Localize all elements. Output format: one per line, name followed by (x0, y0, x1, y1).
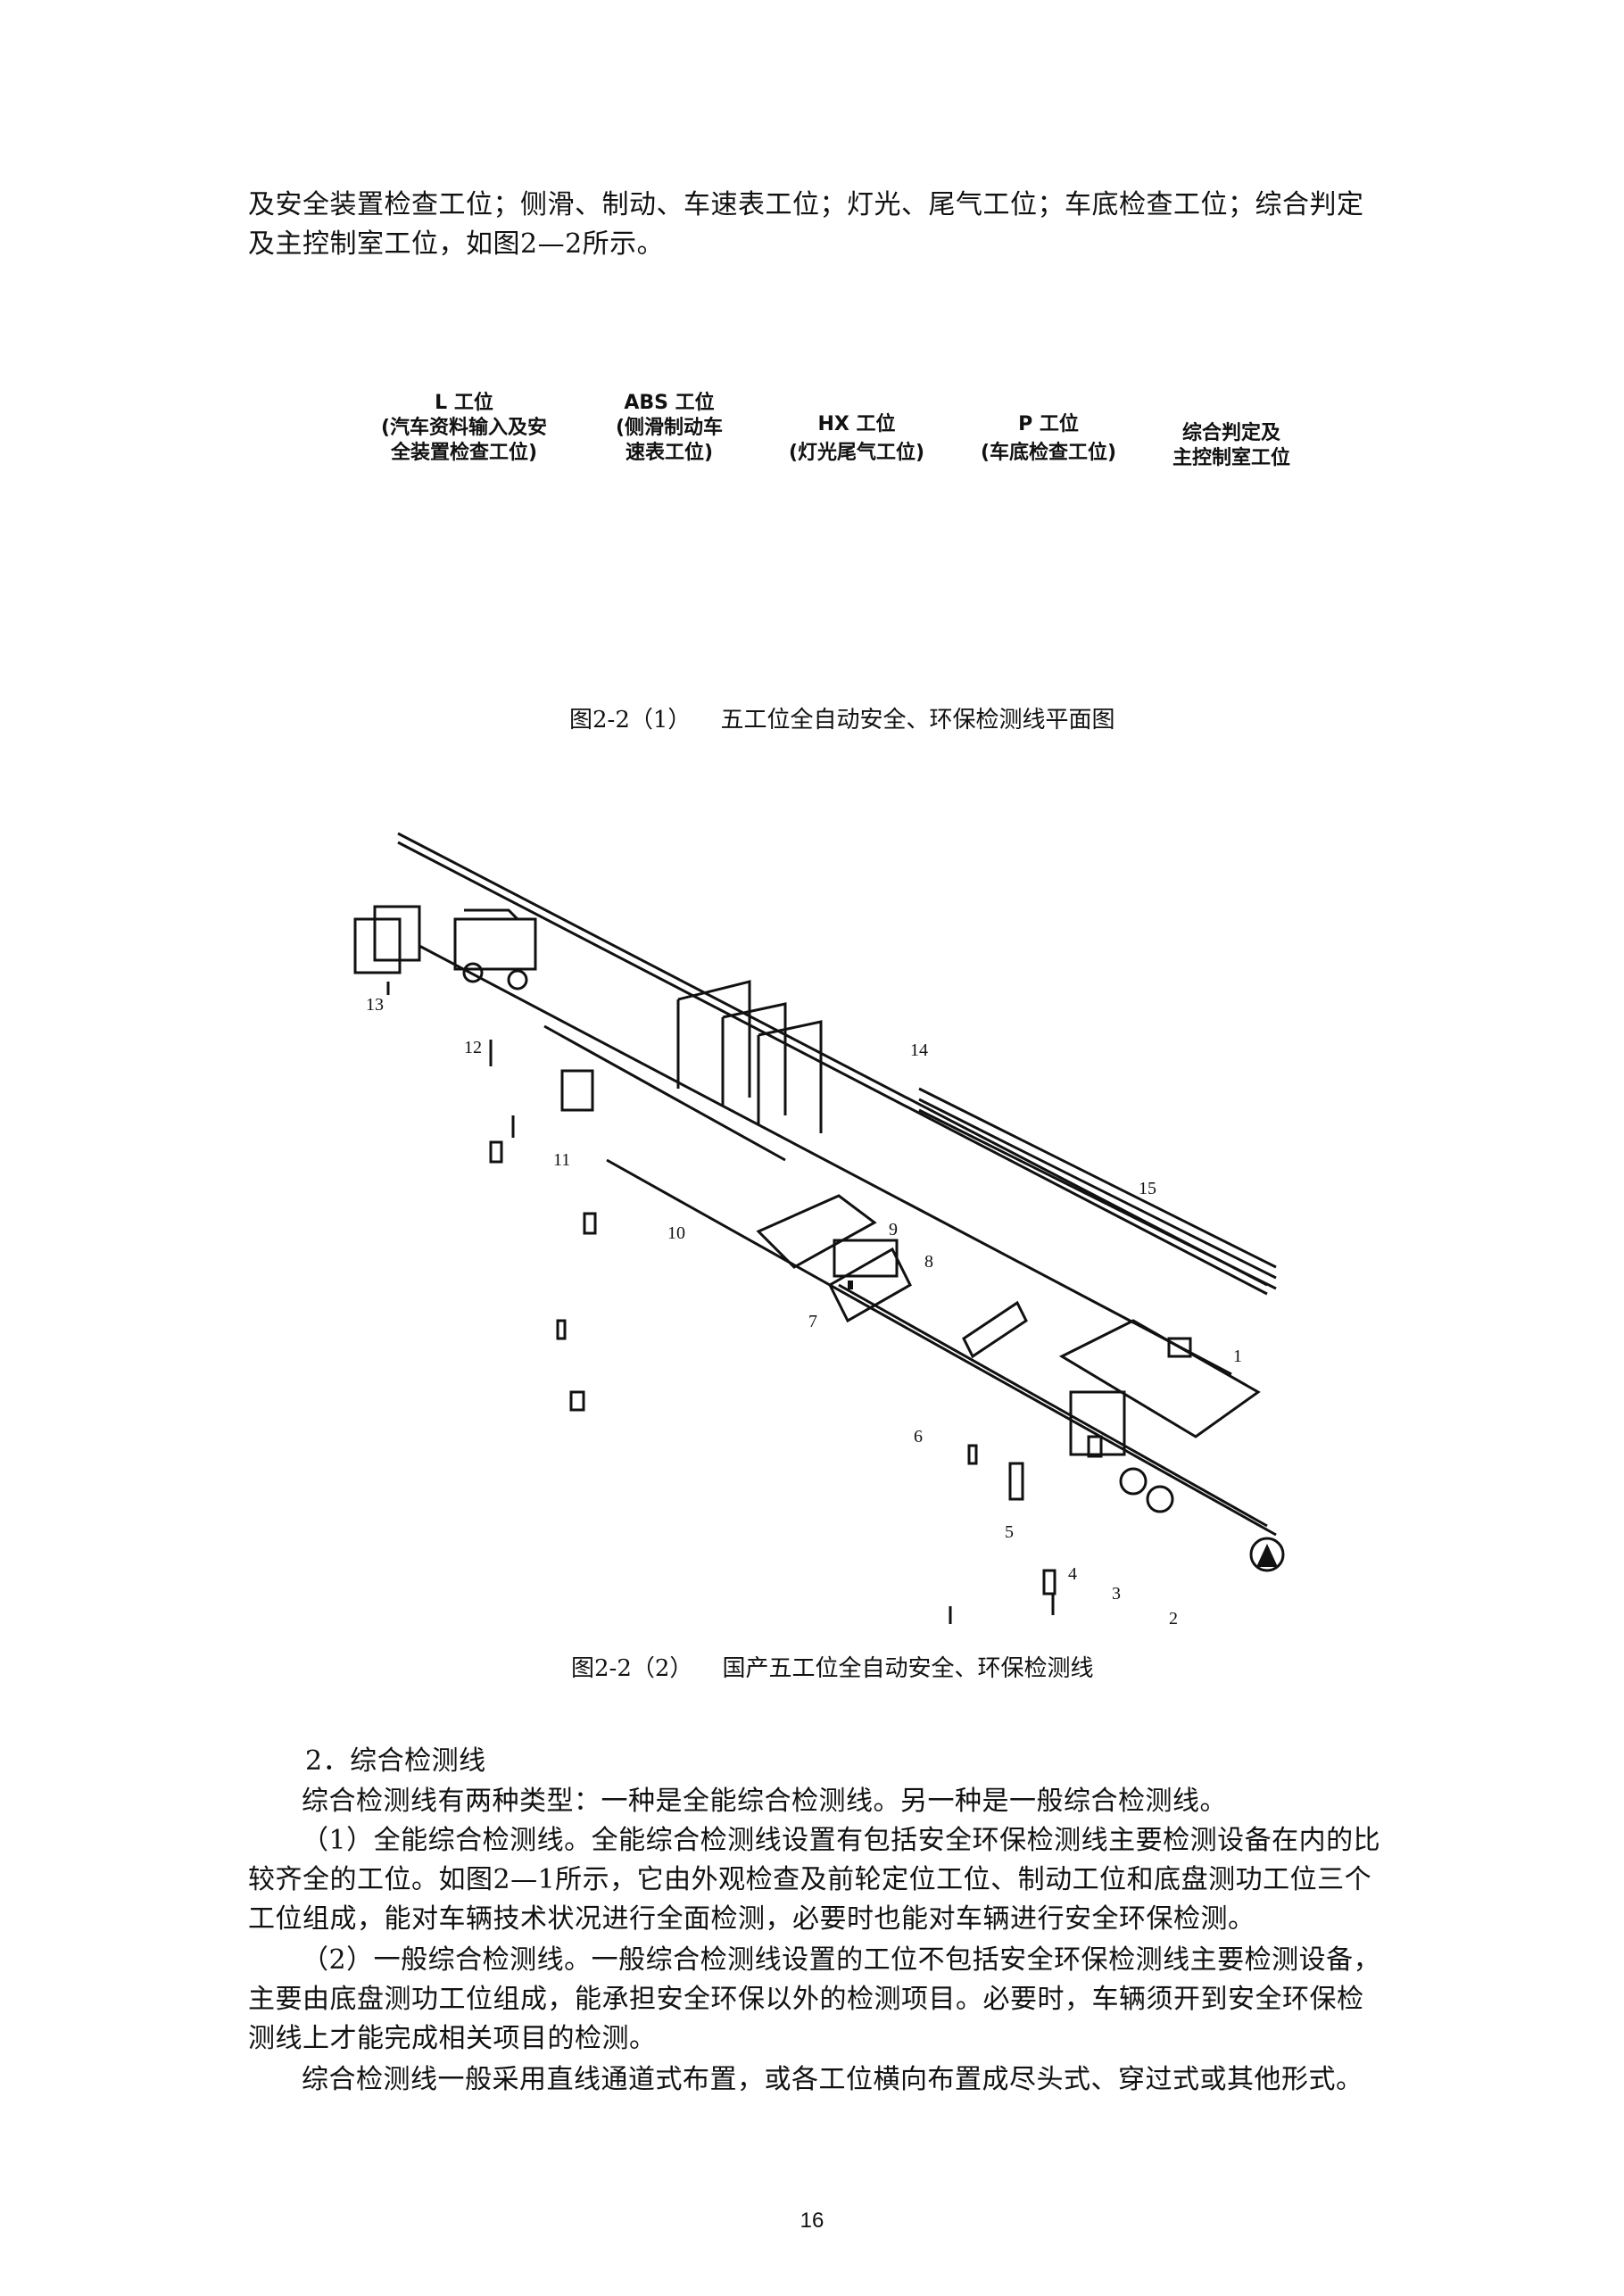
station-l-code: L 工位 (435, 391, 493, 414)
label-8: 8 (924, 1252, 933, 1272)
station-l-line1: (汽车资料输入及安 (381, 416, 547, 439)
paragraph-4: 综合检测线一般采用直线通道式布置，或各工位横向布置成尽头式、穿过式或其他形式。 (302, 2064, 1363, 2095)
station-p-code: P 工位 (1018, 412, 1079, 435)
station-l-line2: 全装置检查工位) (390, 441, 537, 464)
label-9: 9 (889, 1220, 898, 1239)
label-12: 12 (464, 1038, 482, 1057)
paragraph-2: （1）全能综合检测线。全能综合检测线设置有包括安全环保检测线主要检测设备在内的比… (248, 1825, 1381, 1935)
station-judge-line1: 主控制室工位 (1172, 446, 1290, 469)
label-4: 4 (1068, 1564, 1077, 1584)
label-7: 7 (808, 1312, 817, 1331)
station-p-line1: (车底检查工位) (981, 441, 1116, 464)
label-11: 11 (553, 1150, 570, 1170)
label-14: 14 (910, 1040, 928, 1060)
station-judge-code: 综合判定及 (1182, 421, 1281, 444)
label-3: 3 (1112, 1584, 1121, 1604)
label-2: 2 (1169, 1609, 1178, 1629)
page-number: 16 (800, 2209, 824, 2233)
intro-paragraph: 及安全装置检查工位；侧滑、制动、车速表工位；灯光、尾气工位；车底检查工位；综合判… (248, 189, 1364, 260)
station-hx-line1: (灯光尾气工位) (789, 441, 924, 464)
paragraph-1: 综合检测线有两种类型：一种是全能综合检测线。另一种是一般综合检测线。 (302, 1786, 1227, 1817)
label-15: 15 (1139, 1179, 1156, 1198)
label-6: 6 (914, 1427, 923, 1446)
label-10: 10 (667, 1223, 685, 1243)
label-5: 5 (1005, 1522, 1014, 1542)
label-1: 1 (1233, 1347, 1242, 1366)
station-abs-code: ABS 工位 (624, 391, 714, 414)
section-heading: 2．综合检测线 (305, 1745, 486, 1777)
figure-perspective-view: 1 2 3 4 5 6 7 8 9 10 11 12 13 14 15 (353, 832, 1285, 1629)
paragraph-3: （2）一般综合检测线。一般综合检测线设置的工位不包括安全环保检测线主要检测设备，… (248, 1944, 1381, 2054)
label-13: 13 (366, 995, 384, 1015)
station-abs-line2: 速表工位) (626, 441, 713, 464)
station-abs-line1: (侧滑制动车 (616, 416, 723, 439)
station-hx-code: HX 工位 (817, 412, 895, 435)
figure-plan-view: L 工位 (汽车资料输入及安 全装置检查工位) ABS 工位 (侧滑制动车 速表… (381, 391, 1290, 469)
figure2-caption: 图2-2（2） 国产五工位全自动安全、环保检测线 (571, 1655, 1094, 1682)
figure1-caption: 图2-2（1） 五工位全自动安全、环保检测线平面图 (569, 707, 1115, 734)
